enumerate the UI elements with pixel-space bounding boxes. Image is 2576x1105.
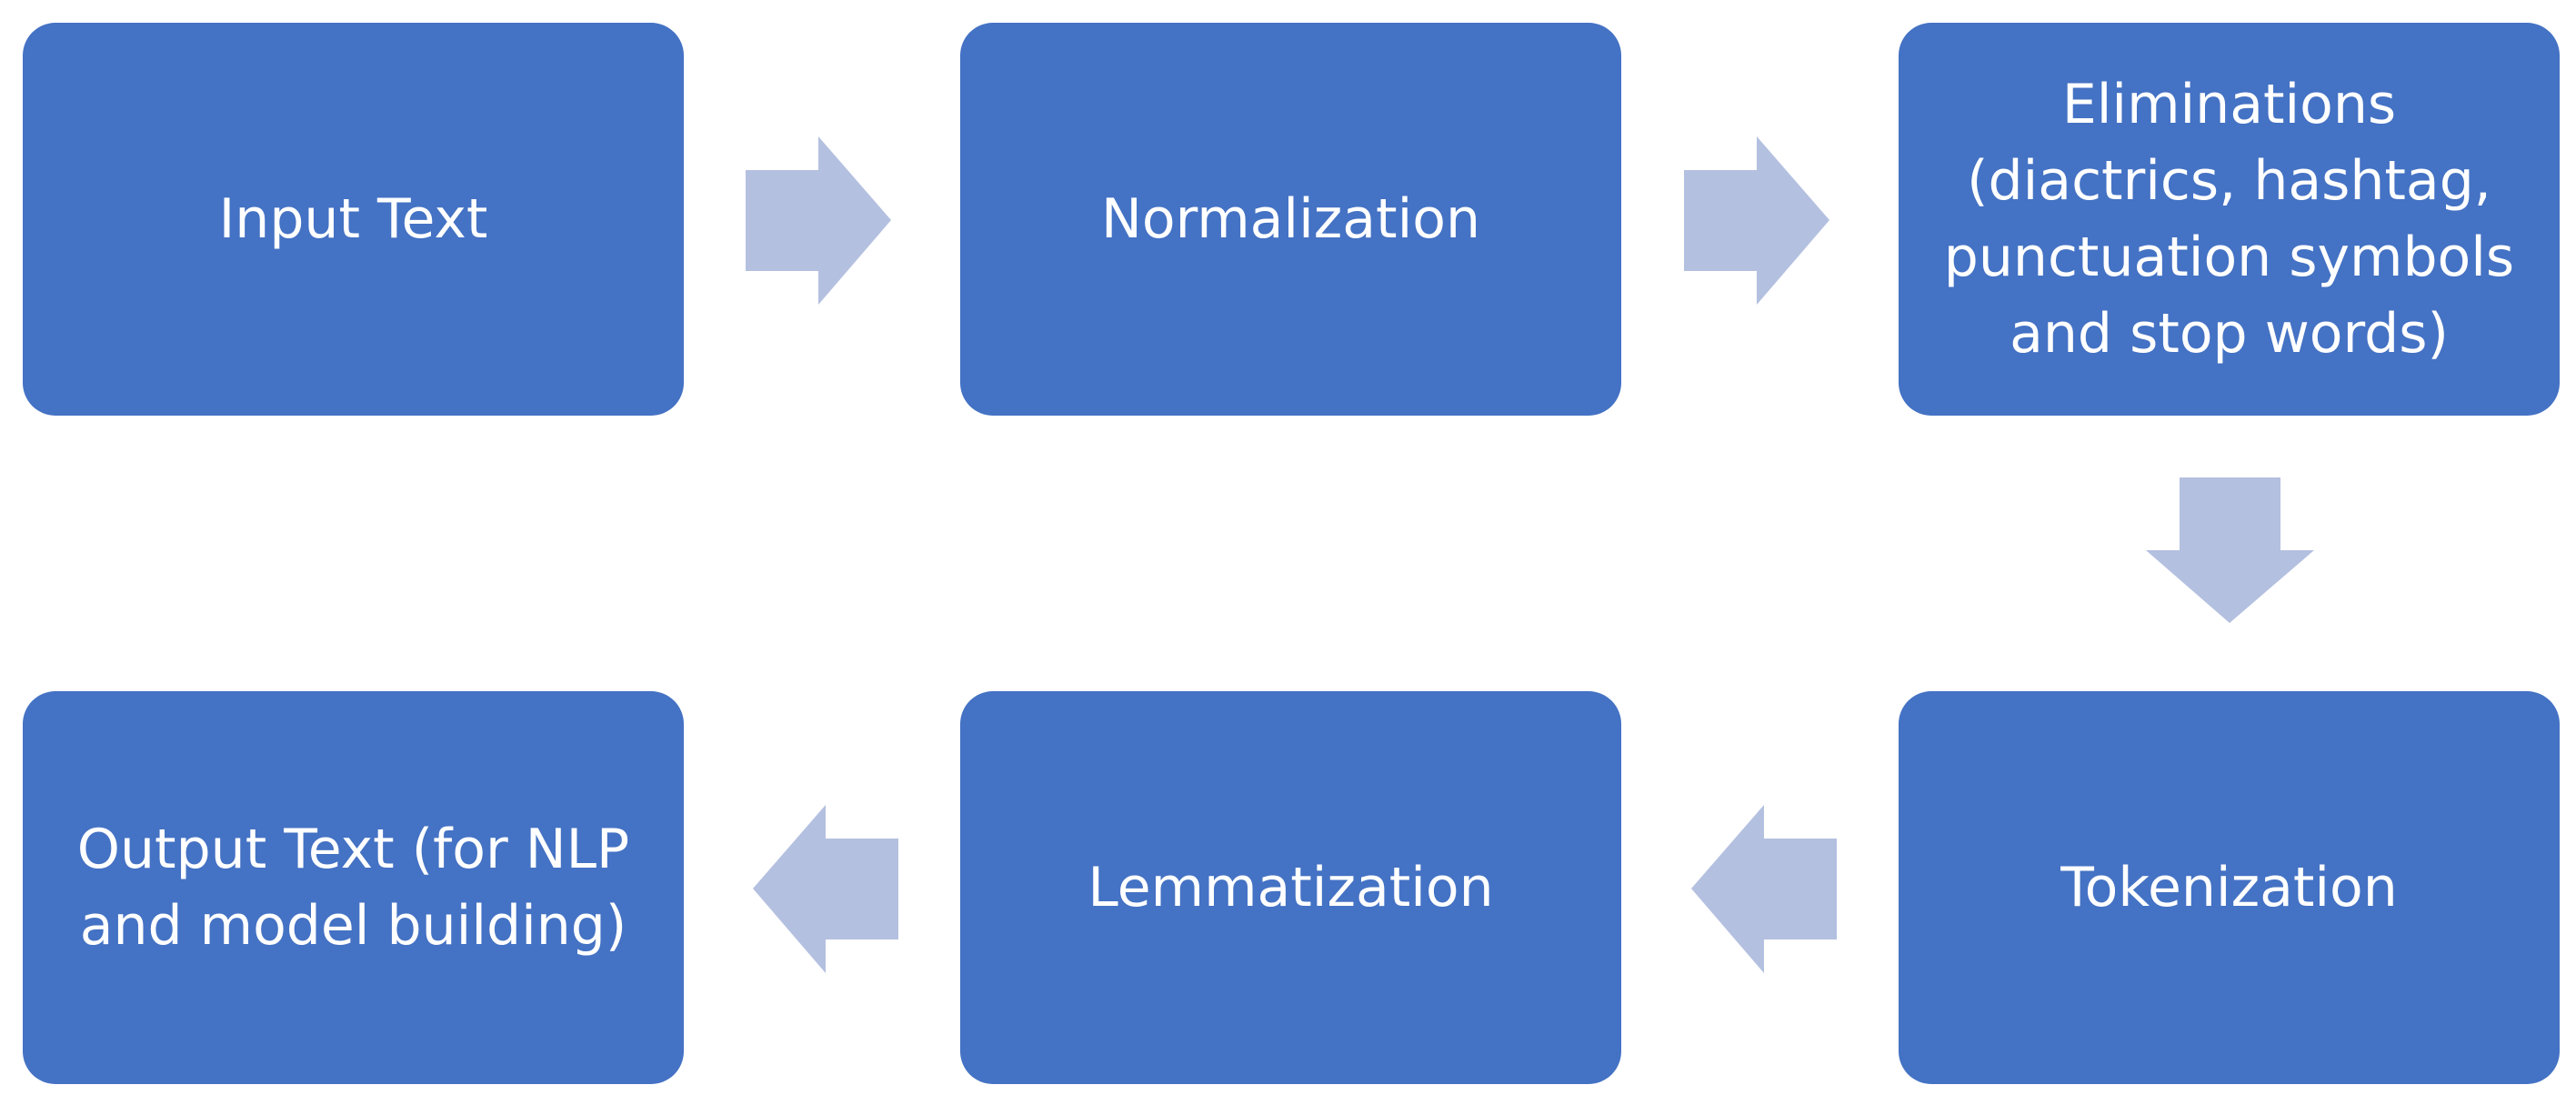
step-label: Eliminations (diactrics, hashtag, punctu… [1943,73,2515,366]
step-label: Lemmatization [1088,856,1494,919]
arrow-left-icon [753,805,898,973]
step-input-text: Input Text [23,23,684,416]
step-label: Normalization [1101,187,1480,251]
step-lemmatization: Lemmatization [960,691,1621,1084]
step-eliminations: Eliminations (diactrics, hashtag, punctu… [1899,23,2560,416]
step-tokenization: Tokenization [1899,691,2560,1084]
step-label: Tokenization [2060,856,2398,919]
arrow-right-icon [1684,136,1829,305]
arrow-left-icon [1691,805,1837,973]
step-label: Input Text [218,187,488,251]
step-label: Output Text (for NLP and model building) [76,818,630,958]
arrow-right-icon [746,136,891,305]
step-normalization: Normalization [960,23,1621,416]
arrow-down-icon [2146,477,2314,623]
step-output-text: Output Text (for NLP and model building) [23,691,684,1084]
